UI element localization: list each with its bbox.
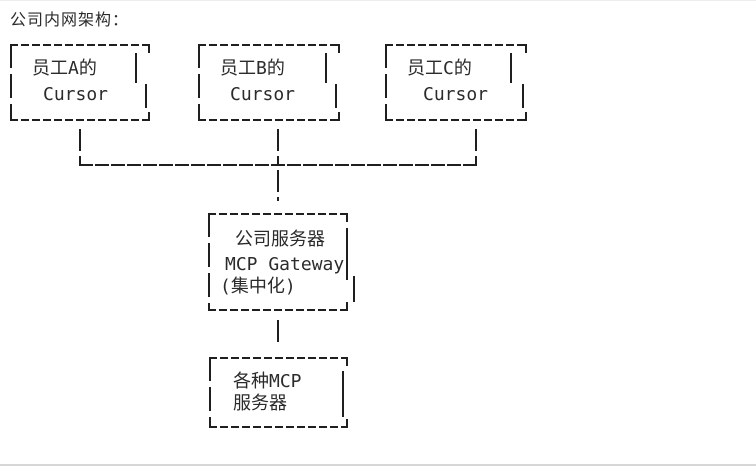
box-border-right-segment: [522, 84, 524, 108]
node-label-line: MCP Gateway: [225, 254, 345, 275]
node-label-line: 各种MCP: [233, 371, 302, 392]
connector-employee-b-down: [277, 129, 279, 166]
connector-bus-to-gateway: [277, 170, 279, 201]
box-border-top: [385, 44, 527, 46]
box-border-right-segment: [325, 53, 327, 83]
node-label-line: 员工C的: [407, 58, 472, 79]
box-border-top: [208, 213, 348, 215]
box-border-right-segment: [510, 53, 512, 83]
bottom-separator: [0, 464, 756, 466]
box-corner-top-right: [338, 44, 340, 53]
box-border-top: [209, 357, 348, 359]
box-border-top: [198, 44, 340, 46]
node-label-line: 公司服务器: [235, 229, 325, 250]
box-corner-bottom-right: [346, 419, 348, 428]
node-mcp-gateway: 公司服务器 MCP Gateway (集中化): [208, 213, 355, 311]
box-corner-top-right: [148, 44, 150, 53]
box-border-right-segment: [135, 53, 137, 83]
box-border-right-segment: [346, 228, 348, 254]
box-border-bottom: [198, 119, 340, 121]
box-border-bottom: [10, 119, 150, 121]
box-border-left: [209, 357, 211, 428]
node-mcp-servers: 各种MCP 服务器: [209, 357, 348, 428]
box-corner-top-right: [525, 44, 527, 53]
box-border-top: [10, 44, 150, 46]
box-border-left: [208, 213, 210, 311]
box-corner-bottom-right: [525, 112, 527, 121]
node-label-line: Cursor: [43, 84, 109, 105]
box-corner-top-right: [346, 213, 348, 222]
box-border-bottom: [208, 309, 348, 311]
node-label-line: 员工B的: [220, 58, 285, 79]
connector-employee-a-down: [79, 129, 81, 166]
node-label-line: (集中化): [220, 276, 296, 297]
connector-employee-c-down: [475, 129, 477, 166]
box-border-right-segment: [335, 84, 337, 108]
node-label-line: 服务器: [233, 393, 287, 414]
node-label-line: 员工A的: [32, 58, 97, 79]
box-border-left: [198, 44, 200, 121]
top-hairline: [0, 0, 756, 1]
connector-gateway-to-servers: [277, 320, 279, 346]
node-employee-c-cursor: 员工C的 Cursor: [385, 44, 527, 121]
box-border-bottom: [385, 119, 527, 121]
box-corner-bottom-right: [148, 112, 150, 121]
box-border-right-segment: [145, 84, 147, 108]
box-corner-top-right: [346, 357, 348, 366]
box-border-left: [10, 44, 12, 121]
node-label-line: Cursor: [230, 84, 296, 105]
box-border-left: [385, 44, 387, 121]
box-border-right-segment: [342, 371, 344, 395]
box-corner-bottom-right: [346, 302, 348, 311]
node-employee-a-cursor: 员工A的 Cursor: [10, 44, 150, 121]
box-border-bottom: [209, 426, 348, 428]
box-border-right-segment: [346, 254, 348, 280]
node-label-line: Cursor: [423, 84, 489, 105]
page-title: 公司内网架构：: [10, 10, 130, 29]
box-border-right-segment: [353, 276, 355, 302]
box-border-right-segment: [342, 393, 344, 417]
node-employee-b-cursor: 员工B的 Cursor: [198, 44, 340, 121]
box-corner-bottom-right: [338, 112, 340, 121]
connector-bus: [79, 164, 477, 166]
